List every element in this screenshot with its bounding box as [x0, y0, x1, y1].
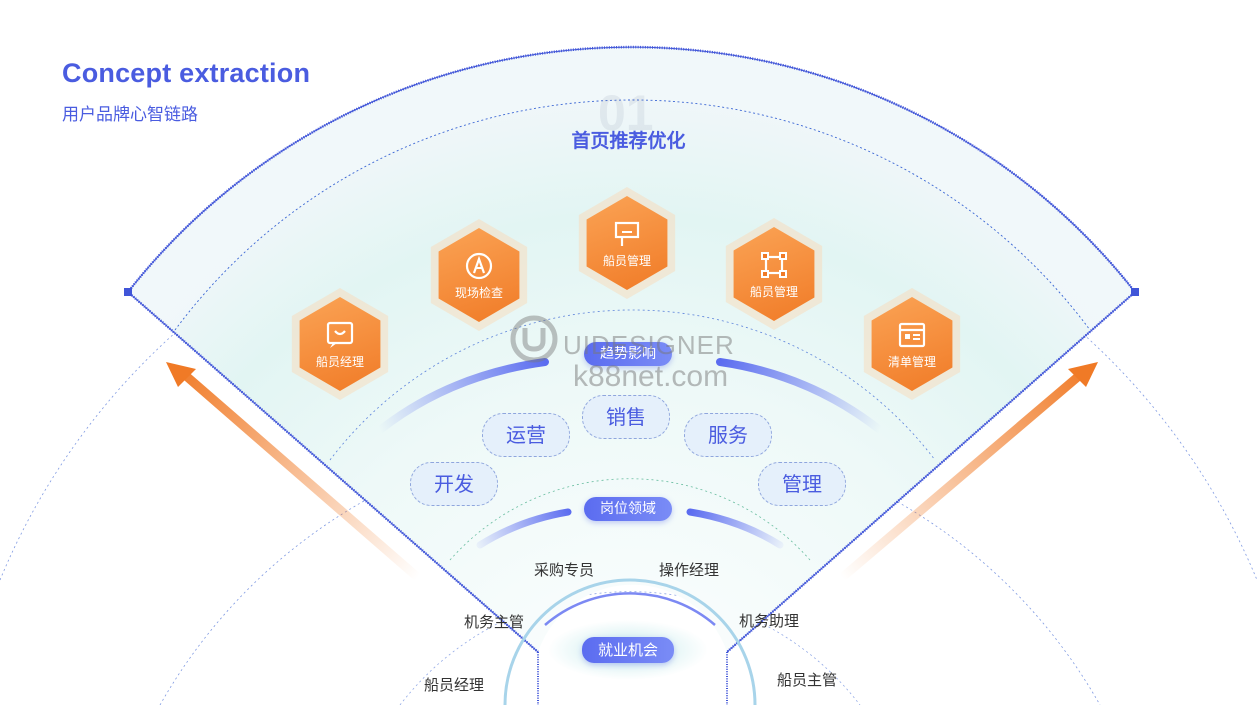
- role-engineering-assistant: 机务助理: [739, 612, 800, 630]
- bubble-operations: 运营: [482, 413, 570, 457]
- hexagon-crew-manager: 船员经理: [284, 288, 396, 400]
- position-domain-pill: 岗位领域: [584, 497, 672, 521]
- bubble-service: 服务: [684, 413, 772, 457]
- left-arrow: [180, 370, 420, 580]
- hexagon-crew-management-b: 船员管理: [718, 218, 830, 330]
- hexagon-label: 清单管理: [887, 355, 936, 369]
- watermark-brand: UIDESIGNER: [563, 330, 735, 360]
- message-smile-icon: [284, 320, 396, 350]
- title-english: Concept extraction: [62, 58, 311, 88]
- role-engineering-supervisor: 机务主管: [464, 613, 525, 631]
- section-number: 01: [598, 85, 654, 141]
- hexagon-label: 船员经理: [315, 355, 364, 369]
- hexagon-label: 船员管理: [749, 285, 798, 299]
- hexagon-crew-management-a: 船员管理: [571, 187, 683, 299]
- hexagon-label: 现场检查: [454, 286, 503, 300]
- role-crew-supervisor: 船员主管: [777, 671, 838, 689]
- hexagon-site-inspection: 现场检查: [423, 219, 535, 331]
- role-crew-manager: 船员经理: [424, 676, 485, 694]
- employment-opportunity-pill: 就业机会: [582, 637, 674, 663]
- watermark-site: k88net.com: [573, 360, 729, 393]
- board-icon: [571, 219, 683, 249]
- bubble-sales: 销售: [582, 395, 670, 439]
- trend-impact-pill: 趋势影响: [584, 342, 672, 366]
- title-chinese: 用户品牌心智链路: [62, 105, 198, 125]
- hexagon-label: 船员管理: [602, 254, 651, 268]
- role-operations-manager: 操作经理: [659, 561, 720, 579]
- role-purchasing-specialist: 采购专员: [534, 561, 595, 579]
- top-section-title: 首页推荐优化: [571, 130, 686, 152]
- browser-icon: [856, 320, 968, 350]
- watermark-logo: [510, 315, 558, 363]
- compass-icon: [423, 251, 535, 281]
- hexagon-list-management: 清单管理: [856, 288, 968, 400]
- bubble-development: 开发: [410, 462, 498, 506]
- frame-icon: [718, 250, 830, 280]
- bubble-management: 管理: [758, 462, 846, 506]
